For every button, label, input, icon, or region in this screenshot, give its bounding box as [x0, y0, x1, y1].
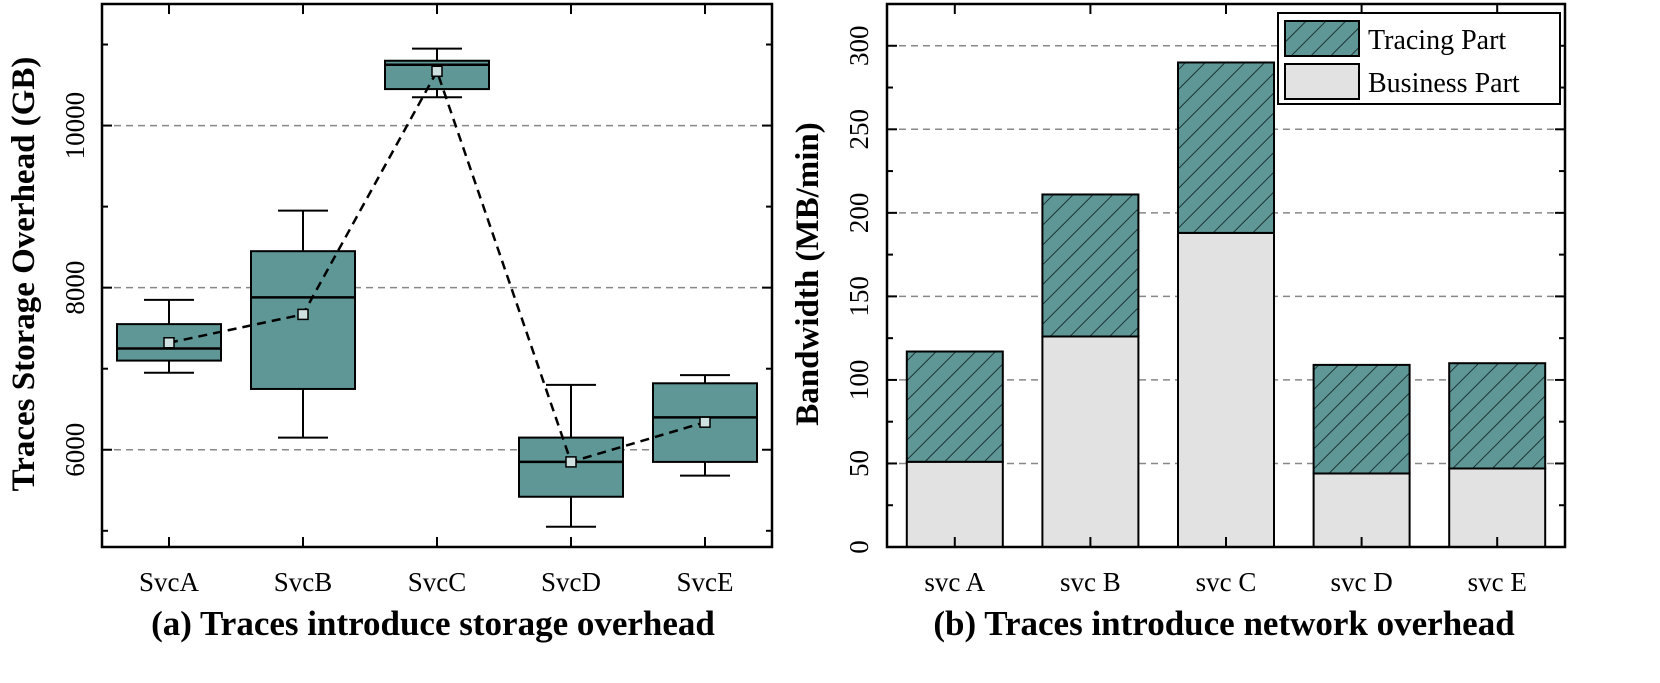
- storage-mean-marker: [699, 416, 711, 428]
- network-bar-tracing: [1448, 362, 1547, 470]
- network-bar-tracing: [1177, 61, 1275, 234]
- network-caption: (b) Traces introduce network overhead: [933, 604, 1515, 643]
- network-bar-tracing: [1312, 363, 1411, 475]
- storage-y-tick-label: 6000: [60, 423, 90, 477]
- network-y-tick-label: 50: [844, 450, 874, 477]
- network-bar-business: [1448, 467, 1547, 548]
- network-x-tick-label: svc E: [1468, 567, 1527, 597]
- storage-mean-marker: [431, 65, 443, 78]
- legend-label-tracing: Tracing Part: [1368, 25, 1506, 56]
- legend-swatch-tracing: [1284, 20, 1360, 57]
- network-x-tick-label: svc D: [1330, 567, 1392, 597]
- network-x-tick-label: svc C: [1196, 567, 1257, 597]
- legend-swatch-business: [1284, 63, 1360, 100]
- storage-x-ticks: SvcA SvcB SvcC SvcD SvcE: [139, 4, 734, 597]
- storage-box-SvcA: [116, 298, 222, 374]
- network-bar-business: [1177, 231, 1275, 548]
- storage-y-tick-label: 8000: [60, 261, 90, 315]
- network-legend: Tracing Part Business Part: [1277, 12, 1561, 105]
- network-y-tick-label: 100: [844, 360, 874, 401]
- storage-x-tick-label: SvcD: [541, 567, 601, 597]
- network-bar-business: [905, 460, 1004, 548]
- network-y-tick-label: 300: [844, 26, 874, 66]
- network-bar-tracing: [905, 350, 1004, 463]
- storage-y-axis-title: Traces Storage Overhead (GB): [6, 57, 42, 492]
- network-y-tick-label: 250: [844, 109, 874, 150]
- network-y-tick-label: 150: [844, 276, 874, 317]
- storage-iqr-box: [116, 323, 222, 362]
- storage-y-ticks: 6000 8000 10000: [60, 43, 772, 532]
- storage-x-tick-label: SvcA: [139, 567, 200, 597]
- storage-box-SvcB: [250, 209, 356, 439]
- storage-y-tick-label: 10000: [60, 92, 90, 160]
- network-bar-tracing: [1041, 193, 1140, 338]
- storage-box-SvcD: [518, 383, 624, 528]
- network-bar-business: [1041, 335, 1140, 548]
- network-y-tick-label: 0: [844, 540, 874, 554]
- storage-x-tick-label: SvcE: [677, 567, 734, 597]
- network-y-ticks: 0 50 100 150 200 250 300: [844, 3, 1565, 554]
- network-y-axis-title: Bandwidth (MB/min): [790, 122, 826, 425]
- storage-caption: (a) Traces introduce storage overhead: [151, 604, 715, 643]
- network-x-tick-label: svc B: [1060, 567, 1121, 597]
- storage-mean-marker: [163, 337, 175, 349]
- network-x-ticks: svc A svc B svc C svc D svc E: [924, 4, 1527, 597]
- network-bars: [905, 61, 1547, 548]
- storage-mean-marker: [297, 308, 309, 321]
- network-bar-business: [1312, 472, 1411, 548]
- network-y-tick-label: 200: [844, 193, 874, 234]
- storage-mean-polyline: [168, 68, 706, 464]
- storage-x-tick-label: SvcB: [274, 567, 333, 597]
- storage-x-tick-label: SvcC: [408, 567, 467, 597]
- network-x-tick-label: svc A: [924, 567, 985, 597]
- storage-mean-marker: [565, 456, 577, 468]
- storage-mean-line: [163, 65, 711, 468]
- legend-label-business: Business Part: [1368, 68, 1520, 99]
- storage-boxplot-panel: 6000 8000 10000 SvcA SvcB SvcC SvcD SvcE Trace…: [6, 2, 774, 643]
